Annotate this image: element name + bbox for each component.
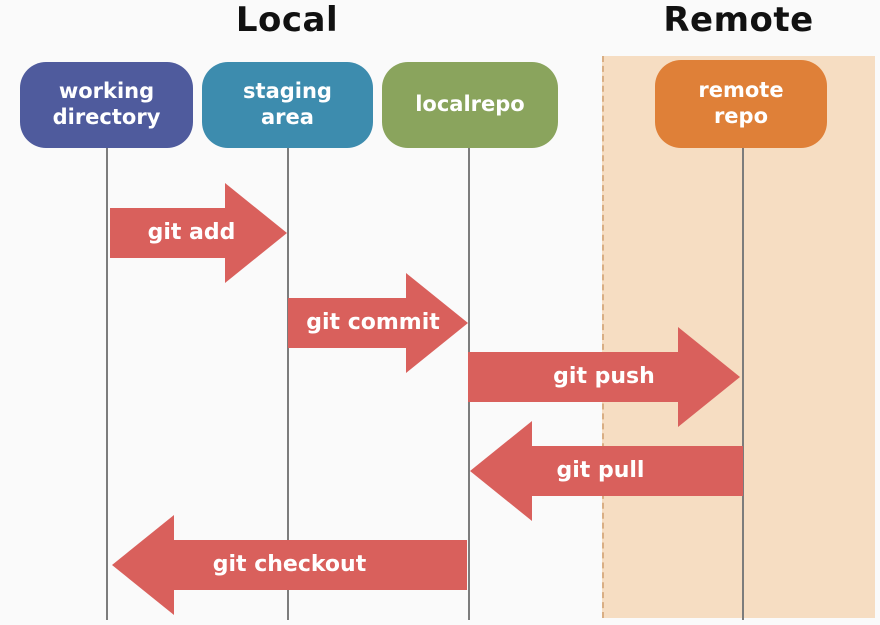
arrow-git-pull-label: git pull xyxy=(556,458,645,483)
arrow-git-pull-body xyxy=(531,446,743,496)
arrow-git-add-body xyxy=(110,208,226,258)
arrow-git-pull: git pull xyxy=(470,421,743,521)
node-localrepo-label: localrepo xyxy=(415,92,525,117)
node-staging-area: staging area xyxy=(202,62,373,148)
arrow-git-commit: git commit xyxy=(288,273,468,373)
node-working-directory-label: working directory xyxy=(52,79,161,129)
arrow-git-commit-label: git commit xyxy=(306,310,440,335)
arrow-git-checkout: git checkout xyxy=(112,515,467,615)
arrow-git-push-label: git push xyxy=(553,364,655,389)
section-title-local: Local xyxy=(235,0,339,40)
arrow-git-push-body xyxy=(468,352,679,402)
right-arrowhead-icon xyxy=(225,183,287,283)
arrow-git-add-label: git add xyxy=(147,220,236,245)
node-remote-repo: remote repo xyxy=(655,60,827,148)
node-working-directory: working directory xyxy=(20,62,193,148)
left-arrowhead-icon xyxy=(470,421,532,521)
arrow-git-checkout-body xyxy=(173,540,467,590)
section-title-remote: Remote xyxy=(663,0,814,40)
lifeline-remote-repo xyxy=(742,148,744,620)
right-arrowhead-icon xyxy=(678,327,740,427)
right-arrowhead-icon xyxy=(406,273,468,373)
arrow-git-commit-body xyxy=(288,298,407,348)
left-arrowhead-icon xyxy=(112,515,174,615)
arrow-git-push: git push xyxy=(468,327,740,427)
node-staging-area-label: staging area xyxy=(243,79,332,129)
lifeline-working-directory xyxy=(106,148,108,620)
lifeline-staging-area xyxy=(287,148,289,620)
arrow-git-checkout-label: git checkout xyxy=(212,552,367,577)
arrow-git-add: git add xyxy=(110,183,287,283)
node-localrepo: localrepo xyxy=(382,62,558,148)
node-remote-repo-label: remote repo xyxy=(698,78,784,128)
